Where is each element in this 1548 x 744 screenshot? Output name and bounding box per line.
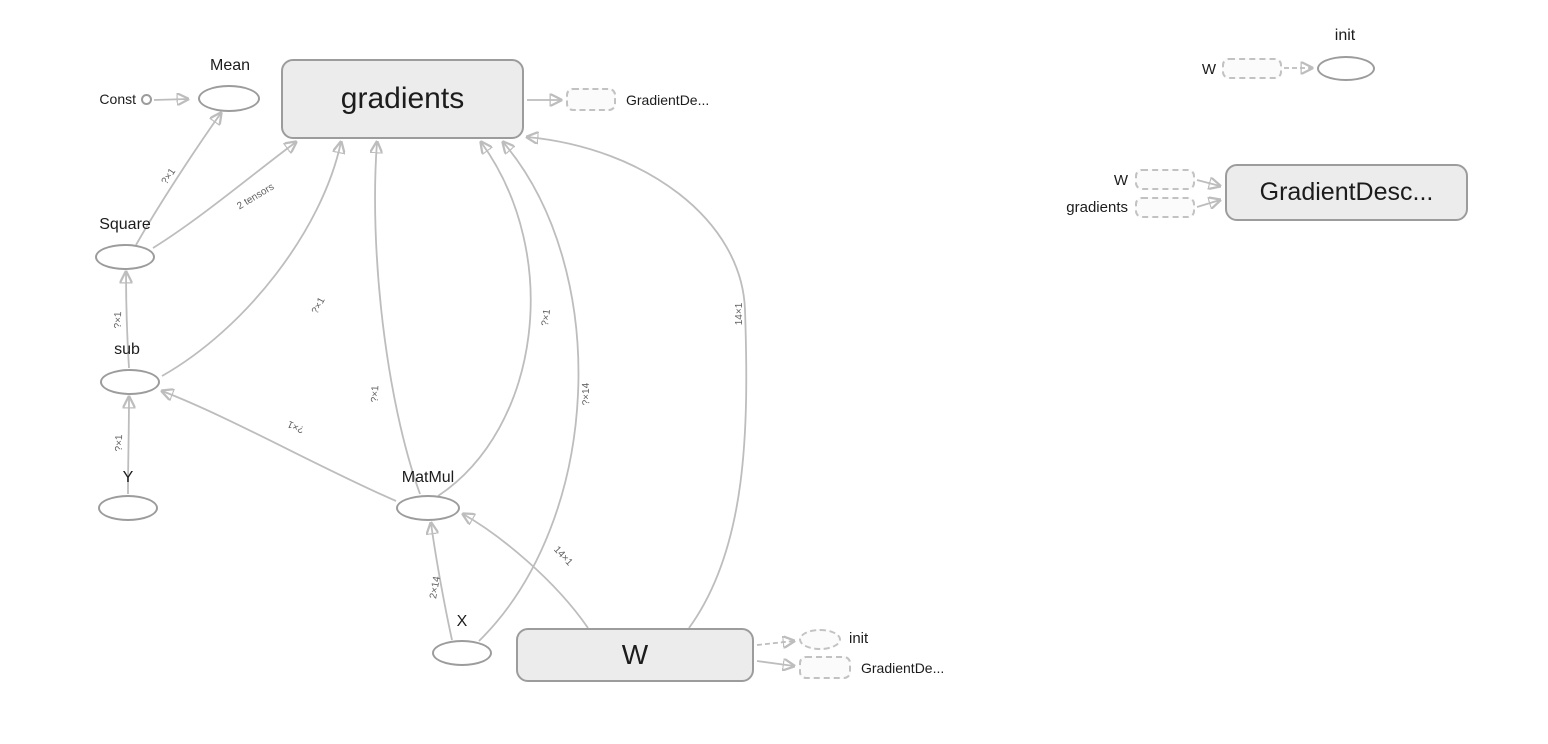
node-label-gradients: gradients [340, 82, 465, 115]
edge-label-square-gradients: 2 tensors [235, 182, 276, 213]
aux-gd-input-label-w: W [1113, 172, 1128, 189]
w-output-stub[interactable] [799, 656, 851, 679]
edge-square-gradients [152, 142, 296, 249]
aux-init-node[interactable] [1317, 56, 1375, 81]
aux-init-node-label: init [1334, 27, 1356, 44]
edge-w-initstub [756, 641, 794, 645]
edge-label-y-sub: ?×1 [114, 434, 125, 452]
edge-matmul-sub [162, 391, 397, 502]
node-square[interactable] [95, 244, 155, 270]
w-init-stub-label: init [849, 630, 869, 647]
node-matmul[interactable] [396, 495, 460, 521]
edge-label-matmul-gradients-right: ?×1 [540, 308, 553, 327]
edge-label-w-matmul: 14×1 [551, 544, 575, 568]
edge-sub-square [126, 272, 129, 369]
w-output-stub-label: GradientDe... [861, 660, 945, 676]
edge-square-mean [135, 113, 221, 246]
w-init-stub[interactable] [799, 629, 841, 650]
node-label-matmul: MatMul [401, 469, 455, 486]
edge-label-x-matmul: 2×14 [428, 575, 443, 600]
gradients-output-stub-label: GradientDe... [626, 92, 710, 108]
edge-matmul-gradients-left [375, 142, 421, 495]
edge-label-matmul-gradients-left: ?×1 [370, 385, 382, 403]
edge-label-square-mean: ?×1 [160, 166, 179, 187]
node-y[interactable] [98, 495, 158, 521]
node-gradients[interactable]: gradients [281, 59, 524, 139]
aux-gd-input-stub-gradients[interactable] [1135, 197, 1195, 218]
aux-gd-node-label: GradientDesc... [1259, 178, 1434, 206]
edge-x-gradients [478, 142, 580, 642]
node-mean[interactable] [198, 85, 260, 112]
node-const[interactable] [141, 94, 152, 105]
node-label-mean: Mean [209, 57, 251, 74]
node-label-sub: sub [114, 341, 140, 358]
aux-gd-input-stub-w[interactable] [1135, 169, 1195, 190]
node-label-x: X [456, 613, 468, 630]
edge-label-matmul-sub: ?×1 [286, 418, 306, 435]
edge-w-gradients [527, 137, 748, 629]
aux-gd-input-label-gradients: gradients [1066, 199, 1128, 216]
edge-const-mean [153, 99, 188, 100]
edge-sub-gradients [161, 142, 341, 377]
edge-matmul-gradients-right [437, 142, 532, 497]
edge-x-matmul [431, 523, 453, 641]
edge-w-outstub [756, 661, 794, 666]
edge-y-sub [128, 397, 129, 495]
edge-w-matmul [463, 514, 589, 629]
node-label-square: Square [99, 216, 151, 233]
node-label-const: Const [99, 91, 136, 107]
aux-init-input-label: W [1201, 61, 1216, 78]
node-label-w: W [621, 639, 649, 670]
aux-gd-node[interactable]: GradientDesc... [1225, 164, 1468, 221]
node-sub[interactable] [100, 369, 160, 395]
node-label-y: Y [122, 469, 134, 486]
edge-label-sub-square: ?×1 [113, 311, 124, 329]
aux-init-input-stub[interactable] [1222, 58, 1282, 79]
node-x[interactable] [432, 640, 492, 666]
edge-auxgradients-gd [1196, 200, 1220, 207]
edge-label-w-gradients: 14×1 [734, 302, 745, 325]
edge-label-sub-gradients: ?×1 [310, 295, 328, 316]
edge-label-x-gradients: ?×14 [581, 382, 592, 405]
gradients-output-stub[interactable] [566, 88, 616, 111]
node-w[interactable]: W [516, 628, 754, 682]
edge-auxw-gd [1196, 180, 1220, 186]
